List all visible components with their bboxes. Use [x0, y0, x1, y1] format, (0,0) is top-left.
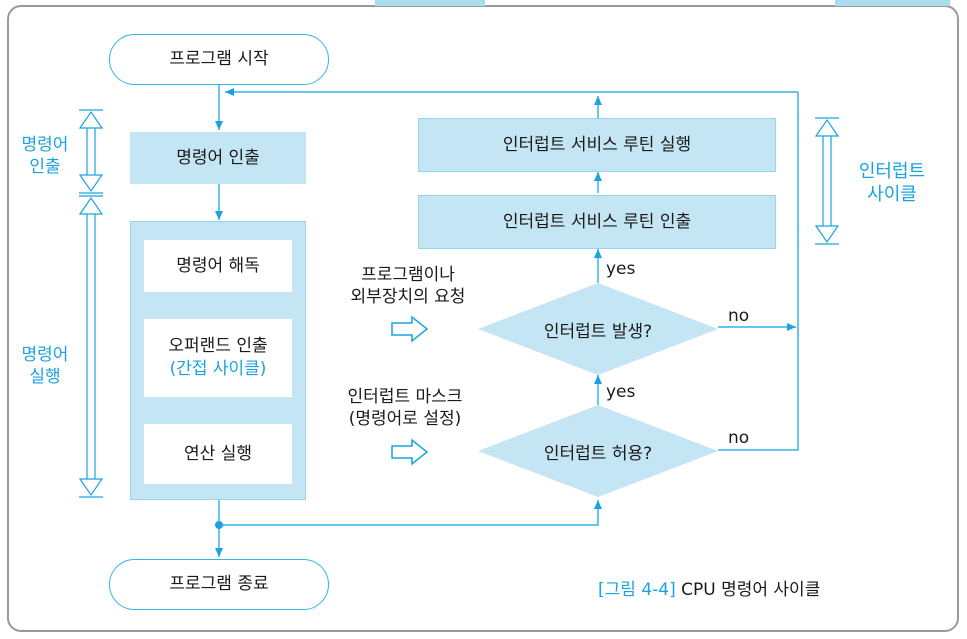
figure-title: CPU 명령어 사이클	[681, 580, 821, 600]
top-decoration	[375, 0, 485, 6]
mask-note-line2: (명령어로 설정)	[348, 409, 462, 430]
end-terminal: 프로그램 종료	[109, 559, 329, 610]
figure-number: [그림 4-4]	[598, 580, 676, 600]
operand-fetch-box: 오퍼랜드 인출 (간접 사이클)	[144, 319, 292, 397]
request-note: 프로그램이나 외부장치의 요청	[333, 264, 483, 308]
fetch-side-line2: 인출	[29, 157, 61, 178]
yes-label-bottom: yes	[606, 382, 636, 402]
execute-side-line2: 실행	[29, 367, 61, 388]
execute-operation-label: 연산 실행	[184, 443, 252, 464]
isr-fetch-label: 인터럽트 서비스 루틴 인출	[502, 211, 692, 232]
decision-enabled-text: 인터럽트 허용?	[478, 431, 718, 471]
execute-span-bracket	[78, 195, 104, 498]
interrupt-side-line2: 사이클	[867, 184, 917, 206]
instruction-decode-box: 명령어 해독	[144, 240, 292, 292]
mask-note: 인터럽트 마스크 (명령어로 설정)	[325, 386, 485, 430]
interrupt-span-bracket	[814, 117, 840, 245]
isr-fetch-box: 인터럽트 서비스 루틴 인출	[418, 195, 776, 249]
instruction-fetch-box: 명령어 인출	[130, 132, 306, 184]
yes-label-top: yes	[606, 259, 636, 279]
execute-side-label: 명령어 실행	[14, 344, 76, 388]
execute-side-line1: 명령어	[21, 345, 69, 365]
execute-operation-box: 연산 실행	[144, 424, 292, 484]
start-terminal: 프로그램 시작	[109, 34, 329, 85]
fetch-side-label: 명령어 인출	[14, 134, 76, 178]
mask-input-arrow	[391, 438, 429, 466]
mask-note-line1: 인터럽트 마스크	[347, 387, 463, 407]
decision-enabled-diamond	[478, 405, 718, 497]
interrupt-side-line1: 인터럽트	[858, 161, 926, 182]
decision-occurred-diamond	[478, 283, 718, 375]
end-terminal-label: 프로그램 종료	[169, 574, 269, 595]
decision-occurred-text: 인터럽트 발생?	[478, 309, 718, 349]
isr-execute-box: 인터럽트 서비스 루틴 실행	[418, 118, 776, 172]
instruction-fetch-label: 명령어 인출	[176, 147, 260, 168]
no-label-bottom: no	[728, 428, 750, 448]
request-input-arrow	[391, 315, 429, 343]
interrupt-side-label: 인터럽트 사이클	[842, 160, 942, 207]
instruction-decode-label: 명령어 해독	[176, 255, 260, 276]
top-decoration	[835, 0, 950, 6]
request-note-line1: 프로그램이나	[361, 265, 455, 285]
operand-fetch-label: 오퍼랜드 인출	[168, 336, 268, 357]
decision-occurred-label: 인터럽트 발생?	[543, 321, 653, 342]
no-label-top: no	[728, 306, 750, 326]
isr-execute-label: 인터럽트 서비스 루틴 실행	[502, 134, 692, 155]
figure-caption: [그림 4-4] CPU 명령어 사이클	[598, 579, 820, 601]
request-note-line2: 외부장치의 요청	[350, 287, 466, 308]
figure-frame	[7, 5, 959, 632]
fetch-side-line1: 명령어	[21, 135, 69, 155]
indirect-cycle-label: (간접 사이클)	[169, 359, 267, 379]
decision-enabled-label: 인터럽트 허용?	[543, 443, 653, 464]
start-terminal-label: 프로그램 시작	[169, 49, 269, 70]
fetch-span-bracket	[78, 109, 104, 194]
